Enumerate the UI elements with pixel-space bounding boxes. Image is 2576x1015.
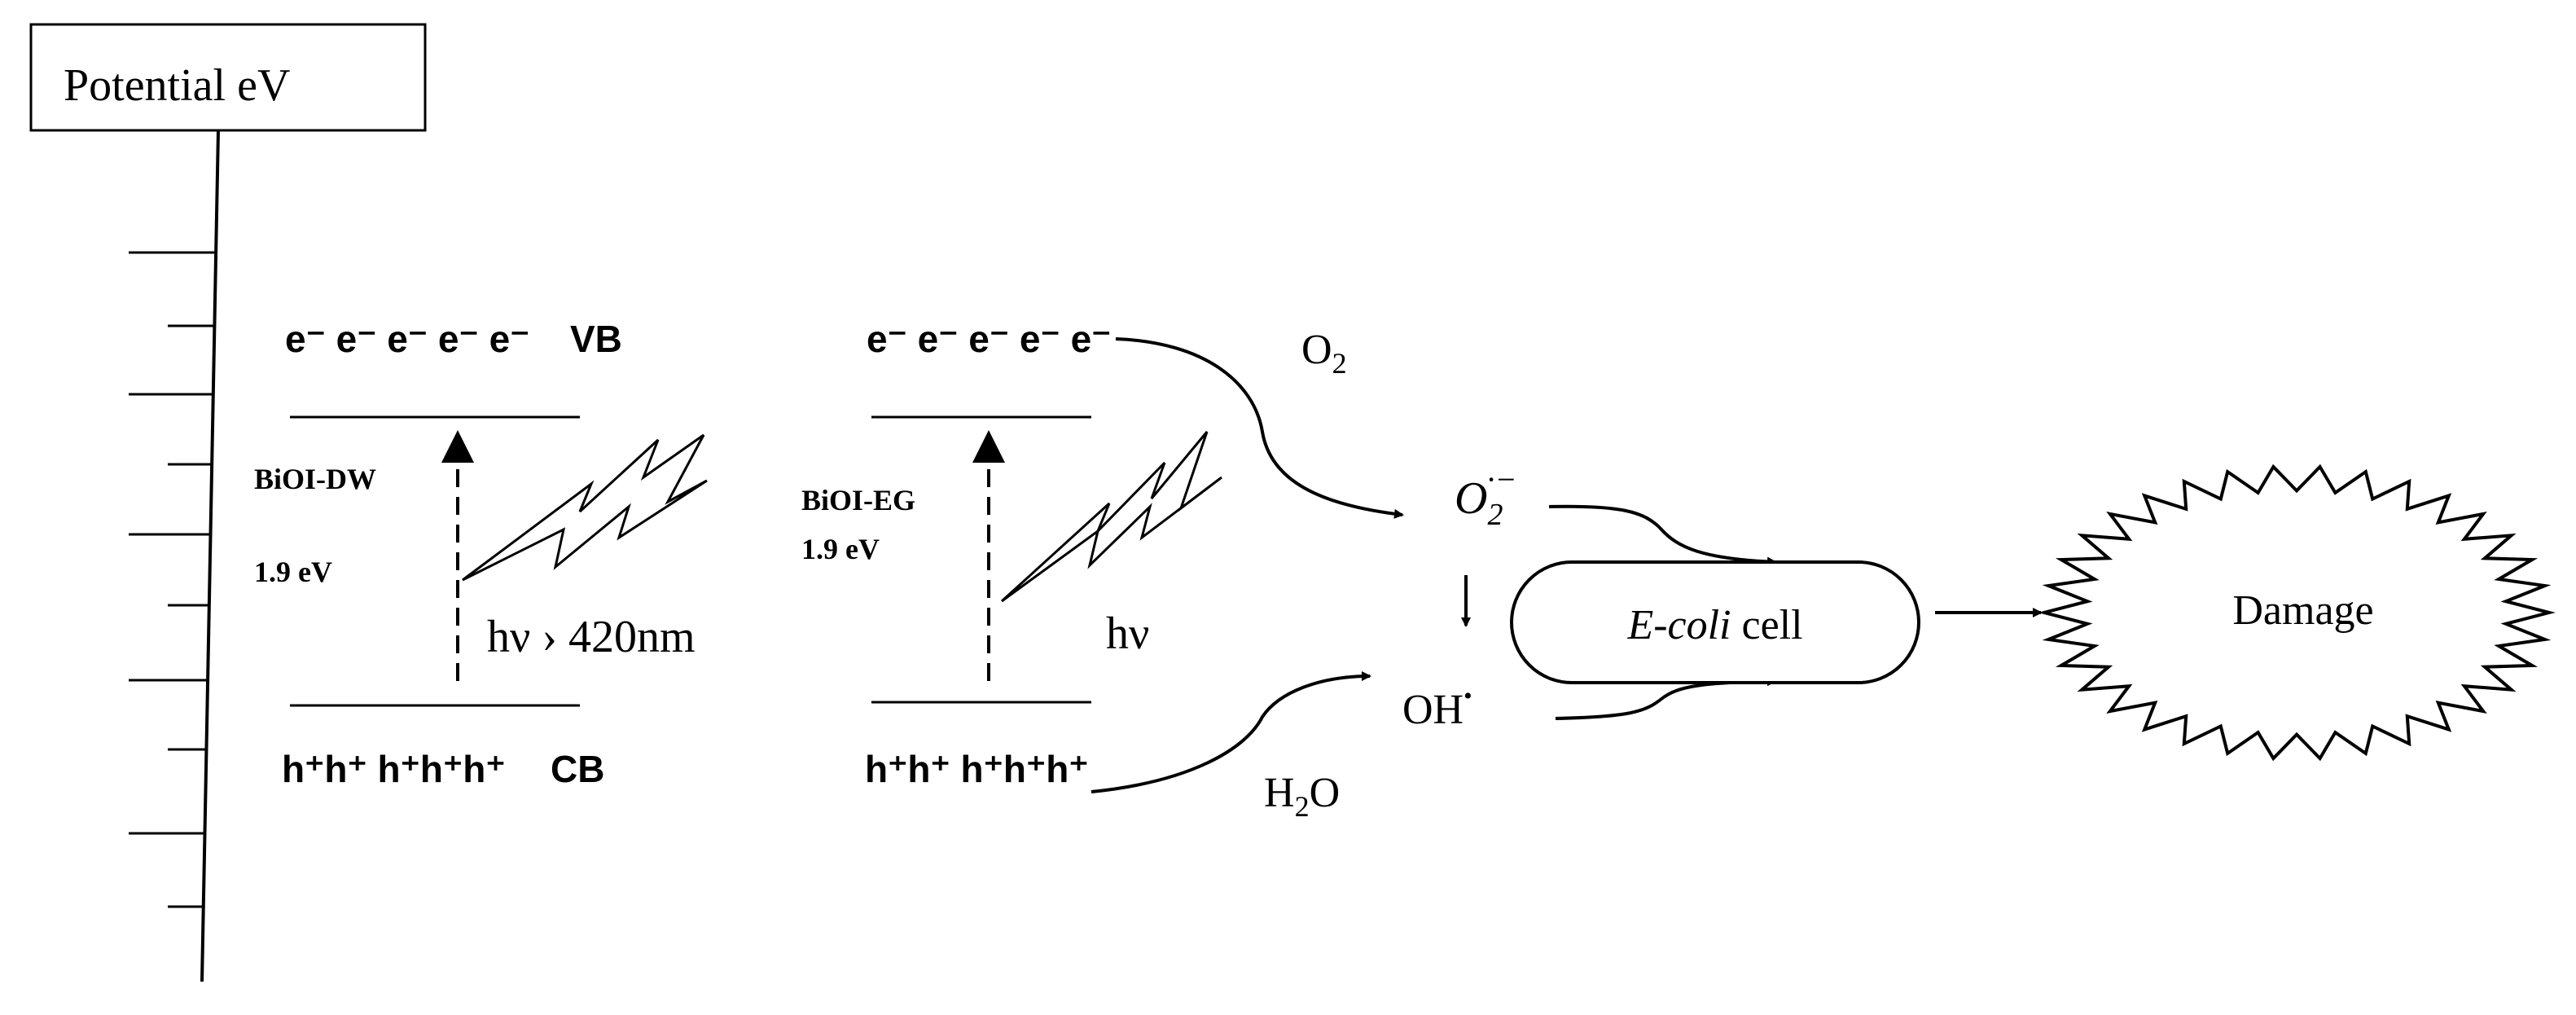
eg-holes: h⁺h⁺ h⁺h⁺h⁺	[865, 748, 1089, 790]
dw-cb-label: CB	[551, 748, 604, 790]
ecoli-cell: E-coli cell	[1510, 560, 1920, 684]
ecoli-cell-label: E-coli cell	[1626, 602, 1802, 648]
dw-excitation-label: hν › 420nm	[487, 612, 696, 662]
damage-burst: Damage	[2038, 464, 2556, 762]
dw-holes: h⁺h⁺ h⁺h⁺h⁺	[282, 748, 506, 790]
damage-burst-shape	[2038, 464, 2556, 762]
panel-bioi-eg: e⁻ e⁻ e⁻ e⁻ e⁻ BiOI-EG 1.9 eV hν h⁺h⁺ h⁺…	[801, 318, 1222, 790]
hydroxyl-label: OH•	[1402, 683, 1472, 733]
eg-lightning-icon	[1000, 431, 1222, 603]
dw-vb-label: VB	[570, 318, 622, 360]
oxygen-label: O2	[1301, 327, 1347, 380]
superoxide-label: O2·−	[1455, 461, 1516, 532]
panel-bioi-dw: e⁻ e⁻ e⁻ e⁻ e⁻ VB BiOI-DW 1.9 eV hν › 42…	[254, 318, 708, 790]
eg-bandgap-label: 1.9 eV	[801, 533, 880, 565]
damage-label: Damage	[2232, 587, 2373, 634]
hole-to-water-arrow	[1091, 671, 1371, 793]
eg-material-label: BiOI-EG	[801, 484, 915, 516]
electron-to-oxygen-arrow	[1115, 337, 1404, 519]
eg-electrons: e⁻ e⁻ e⁻ e⁻ e⁻	[867, 318, 1111, 360]
potential-axis: Potential eV	[29, 23, 427, 982]
axis-ticks	[129, 251, 217, 908]
axis-line	[200, 130, 220, 982]
superoxide-to-cell-arrow	[1548, 504, 1777, 567]
dw-material-label: BiOI-DW	[254, 463, 376, 495]
water-label: H2O	[1264, 770, 1340, 823]
ecoli-cell-shape	[1510, 560, 1920, 684]
dw-lightning-icon	[462, 433, 708, 582]
species-labels: O2 H2O O2·− OH•	[1264, 327, 1516, 823]
axis-title: Potential eV	[64, 60, 290, 111]
hydroxyl-to-cell-arrow	[1555, 676, 1777, 720]
dw-electrons: e⁻ e⁻ e⁻ e⁻ e⁻	[285, 318, 529, 360]
eg-excitation-label: hν	[1106, 609, 1149, 659]
axis-title-box	[29, 23, 427, 132]
dw-bandgap-label: 1.9 eV	[254, 556, 332, 588]
